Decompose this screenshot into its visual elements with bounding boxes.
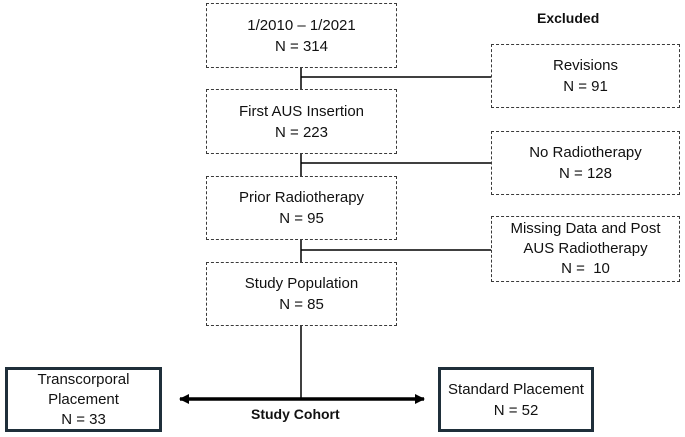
study-cohort-label: Study Cohort (251, 406, 340, 422)
box-revisions-label: Revisions (552, 57, 619, 74)
box-first-aus-insertion-label: First AUS Insertion (238, 102, 365, 120)
excluded-heading: Excluded (537, 10, 600, 26)
box-study-population-label: Study Population (244, 275, 359, 292)
box-transcorporal-placement-label: Transcorporal Placement (37, 370, 130, 408)
box-no-radiotherapy-count: N = 128 (559, 165, 612, 182)
box-prior-radiotherapy-count: N = 95 (279, 210, 324, 227)
box-standard-placement-label: Standard Placement (448, 380, 584, 398)
box-date-range-label: 1/2010 – 1/2021 (247, 16, 356, 34)
box-no-radiotherapy: No Radiotherapy N = 128 (491, 131, 680, 195)
box-revisions: Revisions N = 91 (491, 44, 680, 108)
box-revisions-count: N = 91 (563, 78, 608, 95)
box-prior-radiotherapy: Prior Radiotherapy N = 95 (206, 176, 397, 240)
box-first-aus-insertion: First AUS Insertion N = 223 (206, 89, 397, 154)
box-missing-data: Missing Data and Post AUS Radiotherapy N… (491, 216, 680, 282)
box-standard-placement-count: N = 52 (493, 401, 539, 419)
box-study-population: Study Population N = 85 (206, 262, 397, 326)
box-no-radiotherapy-label: No Radiotherapy (529, 144, 642, 161)
box-prior-radiotherapy-label: Prior Radiotherapy (238, 189, 365, 206)
box-transcorporal-placement: Transcorporal Placement N = 33 (5, 367, 162, 432)
box-date-range: 1/2010 – 1/2021 N = 314 (206, 3, 397, 68)
box-missing-data-label: Missing Data and Post AUS Radiotherapy (510, 220, 661, 257)
box-study-population-count: N = 85 (279, 296, 324, 313)
box-missing-data-count: N = 10 (561, 260, 610, 277)
box-standard-placement: Standard Placement N = 52 (438, 367, 594, 432)
box-first-aus-insertion-count: N = 223 (275, 123, 328, 141)
box-transcorporal-placement-count: N = 33 (61, 410, 106, 428)
box-date-range-count: N = 314 (275, 37, 328, 55)
